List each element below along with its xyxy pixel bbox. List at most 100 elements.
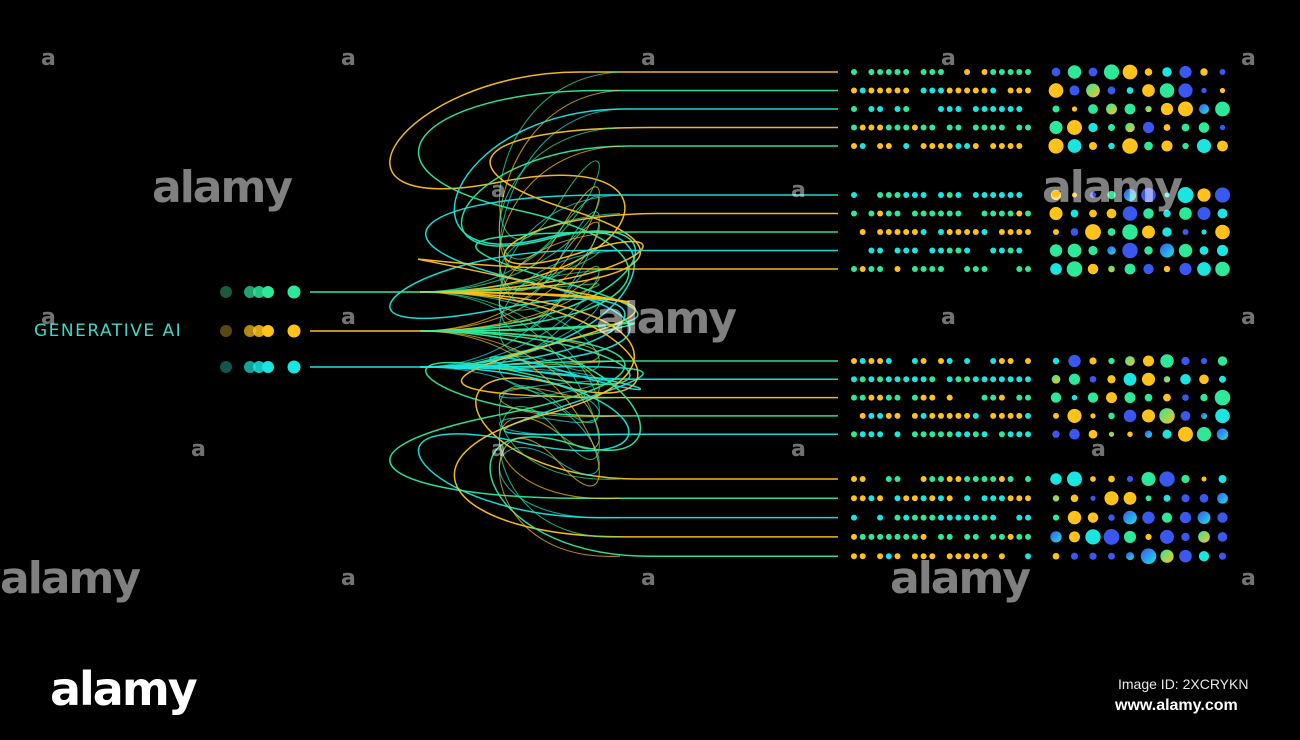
grid-dot (1108, 514, 1115, 521)
grid-dot (911, 412, 918, 419)
grid-dot (998, 553, 1005, 560)
grid-dot (1217, 492, 1228, 504)
grid-dot (938, 247, 944, 254)
grid-dot (1197, 511, 1211, 525)
grid-dot (1201, 476, 1207, 482)
grid-dot (859, 533, 866, 540)
grid-dot (903, 495, 910, 502)
grid-dot (1215, 408, 1230, 424)
watermark-letter: a (341, 305, 356, 330)
grid-dot (938, 210, 944, 217)
grid-dot (1123, 530, 1137, 543)
grid-dot (990, 192, 997, 198)
grid-dot (1025, 533, 1031, 540)
watermark-letter: a (341, 46, 356, 71)
grid-dot (946, 143, 953, 149)
grid-dot (877, 533, 884, 540)
grid-dot (877, 87, 884, 94)
grid-dot (1050, 531, 1062, 543)
grid-dot (972, 376, 979, 383)
grid-dot (946, 358, 953, 364)
grid-dot (1141, 471, 1156, 487)
grid-dot (972, 412, 979, 419)
watermark-letter: a (1091, 437, 1106, 462)
grid-dot (903, 87, 910, 94)
grid-dot (859, 476, 866, 482)
grid-dot (868, 106, 875, 112)
grid-dot (1089, 209, 1097, 218)
grid-dot (877, 553, 884, 560)
grid-dot (1070, 552, 1079, 560)
grid-dot (1201, 87, 1207, 94)
grid-dot (885, 124, 892, 131)
grid-dot (938, 229, 944, 235)
grid-dot (964, 143, 971, 149)
grid-dot (1007, 412, 1014, 419)
grid-dot (920, 358, 927, 364)
grid-dot (1160, 354, 1174, 368)
grid-dot (1053, 412, 1059, 419)
grid-dot (1182, 228, 1189, 236)
grid-dot (946, 495, 953, 502)
grid-dot (920, 266, 927, 272)
grid-dot (1177, 187, 1194, 203)
grid-dot (1144, 393, 1153, 402)
grid-dot (964, 476, 971, 482)
grid-dot (955, 192, 962, 198)
source-dot (262, 361, 274, 373)
grid-dot (1107, 375, 1116, 384)
grid-dot (946, 247, 953, 254)
grid-dot (1123, 188, 1137, 202)
image-id: Image ID: 2XCRYKN (1118, 676, 1249, 692)
grid-dot (990, 87, 997, 94)
grid-dot (998, 376, 1005, 383)
grid-dot (1089, 357, 1097, 365)
grid-dot (955, 143, 962, 149)
grid-dot (1200, 393, 1208, 402)
grid-dot (955, 514, 962, 521)
grid-dot (1200, 357, 1208, 365)
grid-dot (851, 431, 857, 438)
grid-dot (1179, 511, 1192, 524)
grid-dot (885, 87, 892, 94)
grid-dot (920, 533, 927, 540)
grid-dot (1161, 512, 1173, 523)
grid-dot (1088, 122, 1098, 133)
grid-dot (938, 431, 944, 438)
grid-dot (998, 394, 1005, 401)
grid-dot (964, 412, 971, 419)
grid-dot (1088, 141, 1098, 151)
grid-dot (1125, 356, 1135, 366)
grid-dot (894, 229, 901, 235)
grid-dot (1016, 376, 1023, 383)
grid-dot (1067, 120, 1082, 135)
grid-dot (859, 431, 866, 438)
grid-dot (911, 124, 918, 131)
grid-dot (1052, 430, 1060, 438)
grid-dot (1089, 191, 1097, 199)
grid-dot (946, 514, 953, 521)
flow-curve (419, 330, 621, 557)
grid-dot (868, 376, 875, 383)
grid-dot (1143, 263, 1154, 275)
grid-dot (990, 412, 997, 419)
grid-dot (955, 229, 962, 235)
grid-dot (885, 69, 892, 75)
grid-dot (1197, 206, 1211, 221)
grid-dot (1025, 229, 1031, 235)
grid-dot (1016, 106, 1023, 112)
grid-dot (868, 495, 875, 502)
grid-dot (990, 495, 997, 502)
grid-dot (1144, 141, 1153, 151)
grid-dot (1106, 392, 1117, 404)
grid-dot (1142, 355, 1155, 367)
grid-dot (1025, 210, 1031, 217)
watermark-letter: a (1241, 566, 1256, 591)
grid-dot (1069, 85, 1080, 96)
grid-dot (851, 394, 857, 401)
grid-dot (946, 229, 953, 235)
grid-dot (1127, 431, 1133, 437)
source-dot (244, 325, 256, 337)
grid-dot (929, 553, 936, 560)
grid-dot (1214, 389, 1231, 406)
